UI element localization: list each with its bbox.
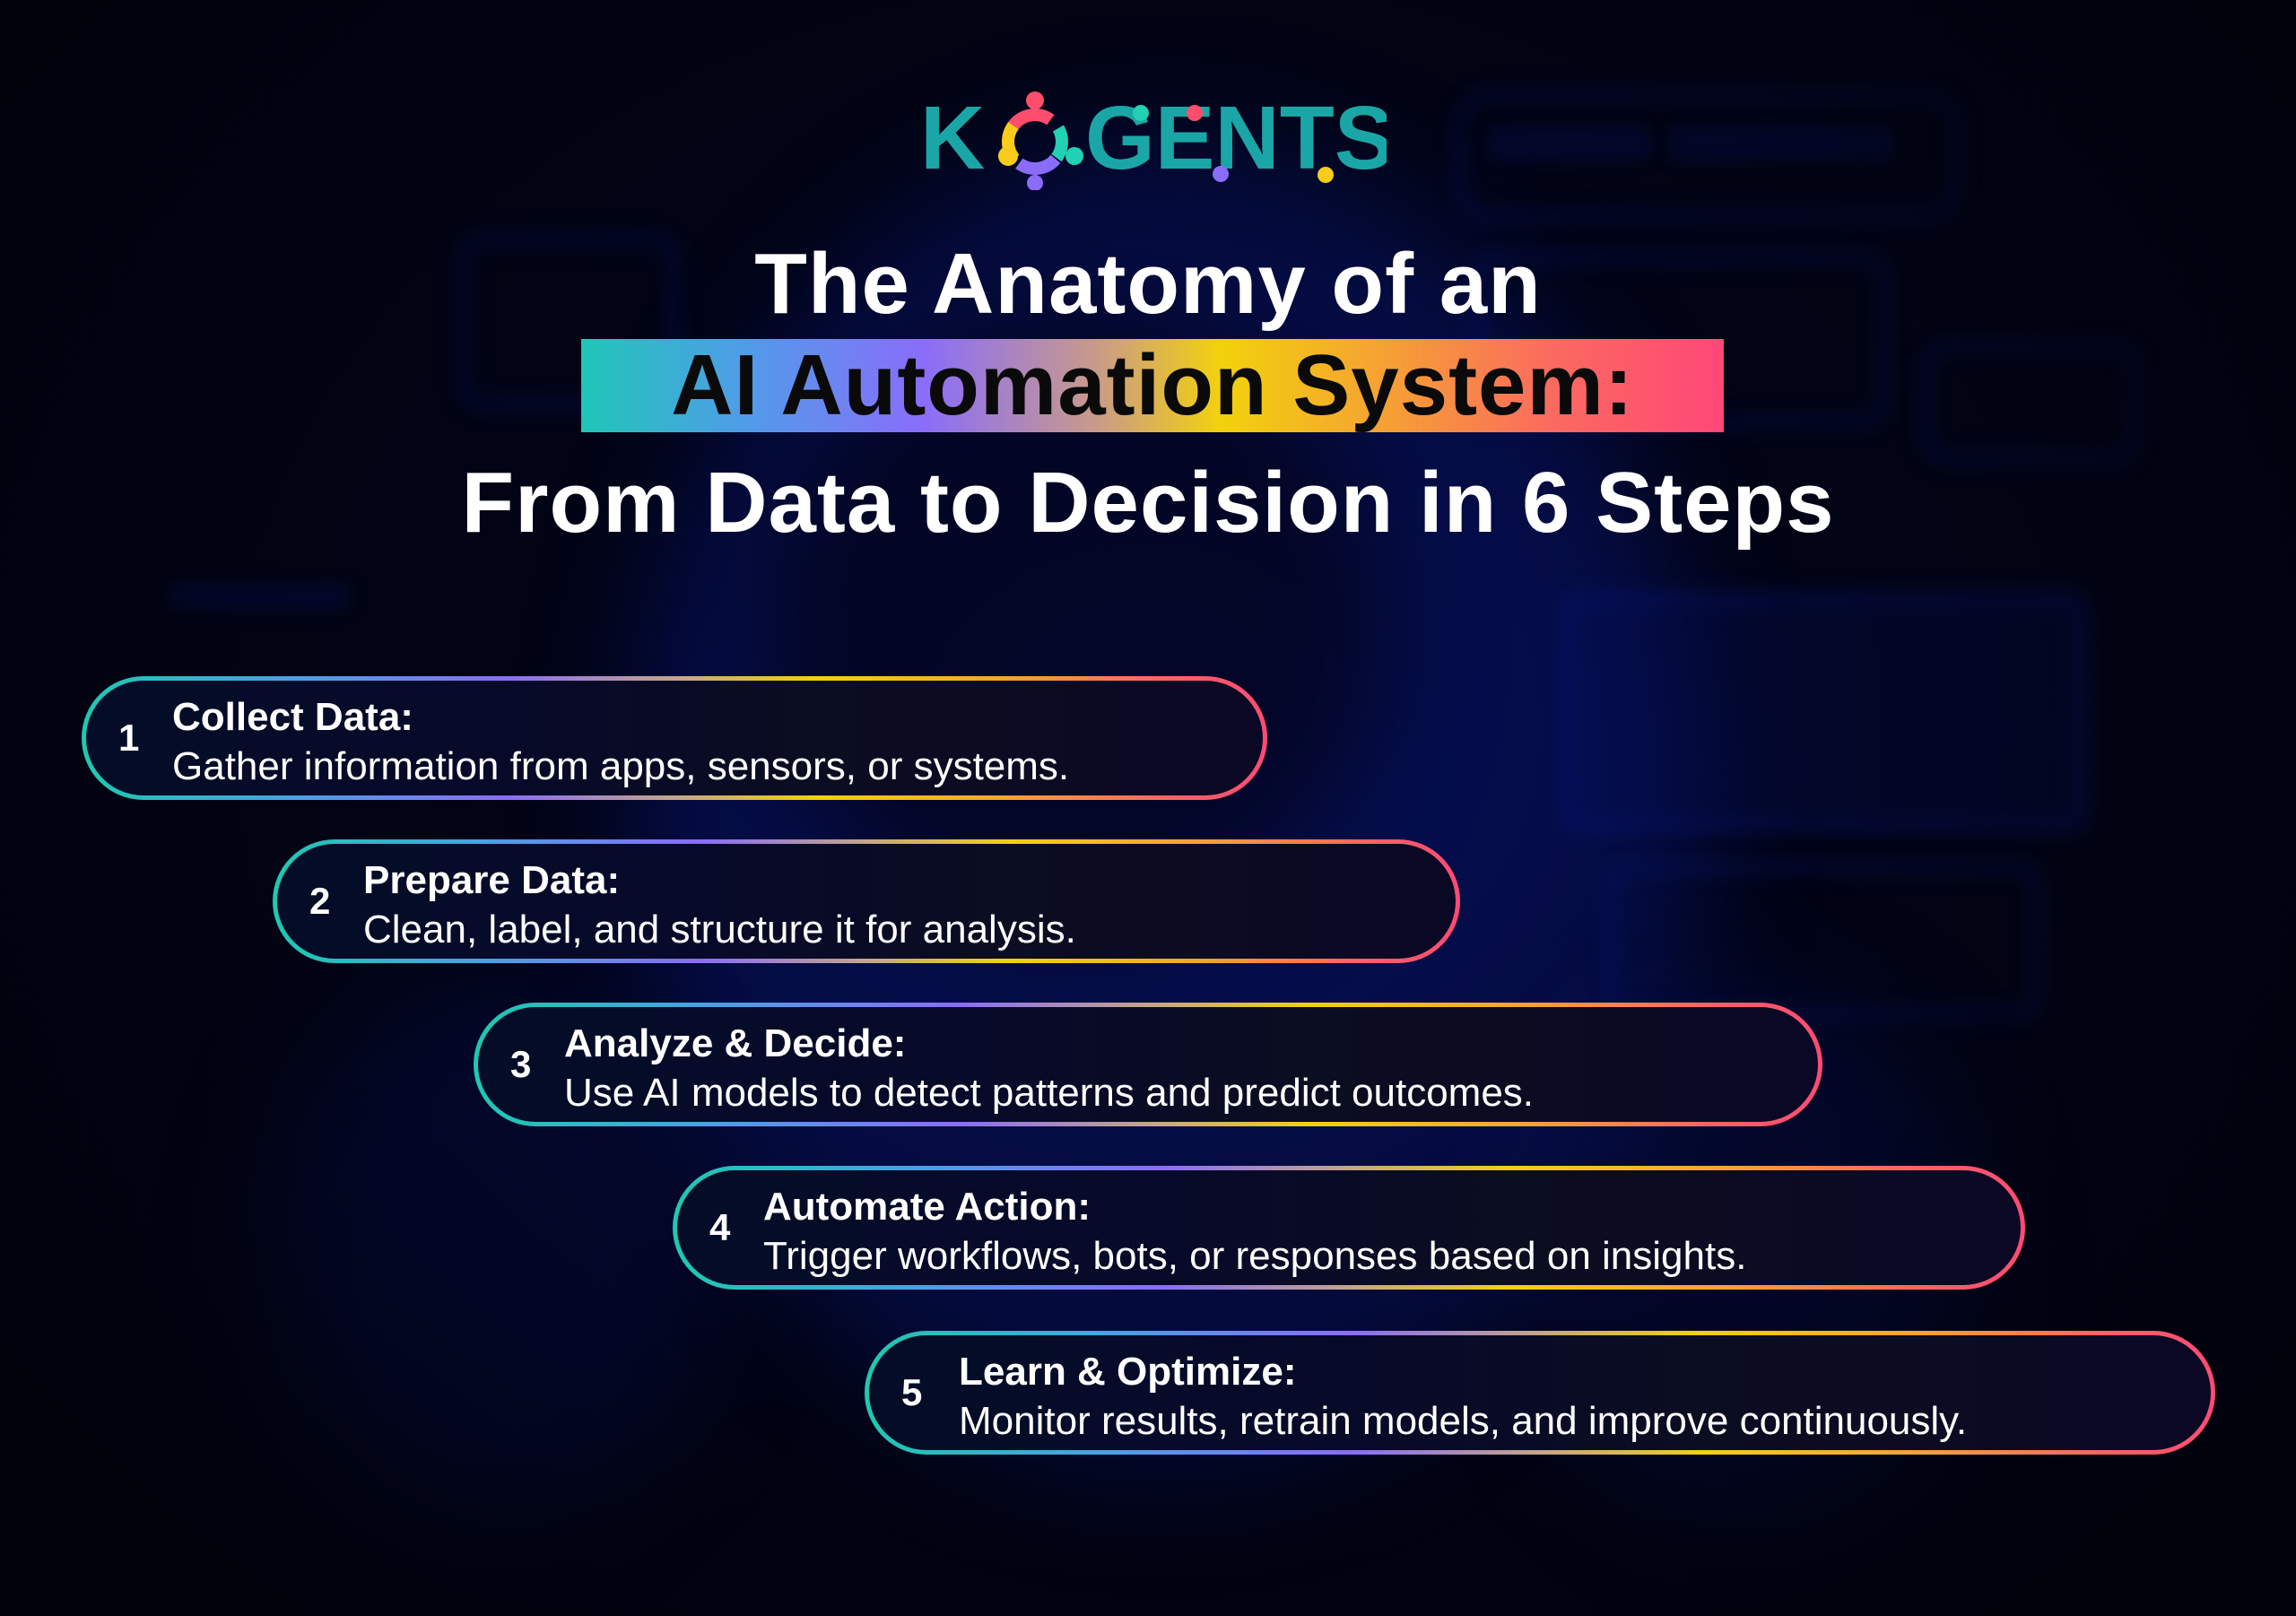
step-title: Automate Action: bbox=[763, 1185, 1091, 1229]
step-card-2: 2 Prepare Data: Clean, label, and struct… bbox=[273, 839, 1460, 963]
step-description: Monitor results, retrain models, and imp… bbox=[959, 1399, 1968, 1443]
step-number: 5 bbox=[901, 1371, 923, 1413]
title-line-1: The Anatomy of an bbox=[754, 236, 1542, 332]
step-title: Prepare Data: bbox=[363, 858, 621, 902]
step-title: Collect Data: bbox=[172, 695, 413, 739]
step-number: 3 bbox=[510, 1043, 532, 1085]
step-description: Gather information from apps, sensors, o… bbox=[172, 744, 1070, 788]
kogents-logo: K GENTS bbox=[920, 83, 1394, 191]
step-title: Learn & Optimize: bbox=[959, 1350, 1297, 1394]
step-card-4: 4 Automate Action: Trigger workflows, bo… bbox=[673, 1166, 2025, 1290]
step-number: 2 bbox=[309, 880, 331, 922]
step-card-1: 1 Collect Data: Gather information from … bbox=[82, 676, 1267, 800]
step-number: 1 bbox=[118, 717, 140, 759]
step-card-3: 3 Analyze & Decide: Use AI models to det… bbox=[474, 1003, 1822, 1126]
step-description: Use AI models to detect patterns and pre… bbox=[564, 1071, 1535, 1115]
step-number: 4 bbox=[709, 1206, 731, 1248]
title-line-2: AI Automation System: bbox=[671, 337, 1634, 433]
step-card-5: 5 Learn & Optimize: Monitor results, ret… bbox=[865, 1331, 2215, 1455]
logo-letter-k: K bbox=[920, 88, 985, 188]
step-title: Analyze & Decide: bbox=[564, 1021, 907, 1065]
title-line-3: From Data to Decision in 6 Steps bbox=[461, 455, 1835, 551]
step-description: Clean, label, and structure it for analy… bbox=[363, 908, 1076, 951]
step-description: Trigger workflows, bots, or responses ba… bbox=[763, 1234, 1747, 1278]
title-highlight-band: AI Automation System: bbox=[581, 339, 1724, 432]
svg-text:GENTS: GENTS bbox=[1085, 88, 1387, 188]
